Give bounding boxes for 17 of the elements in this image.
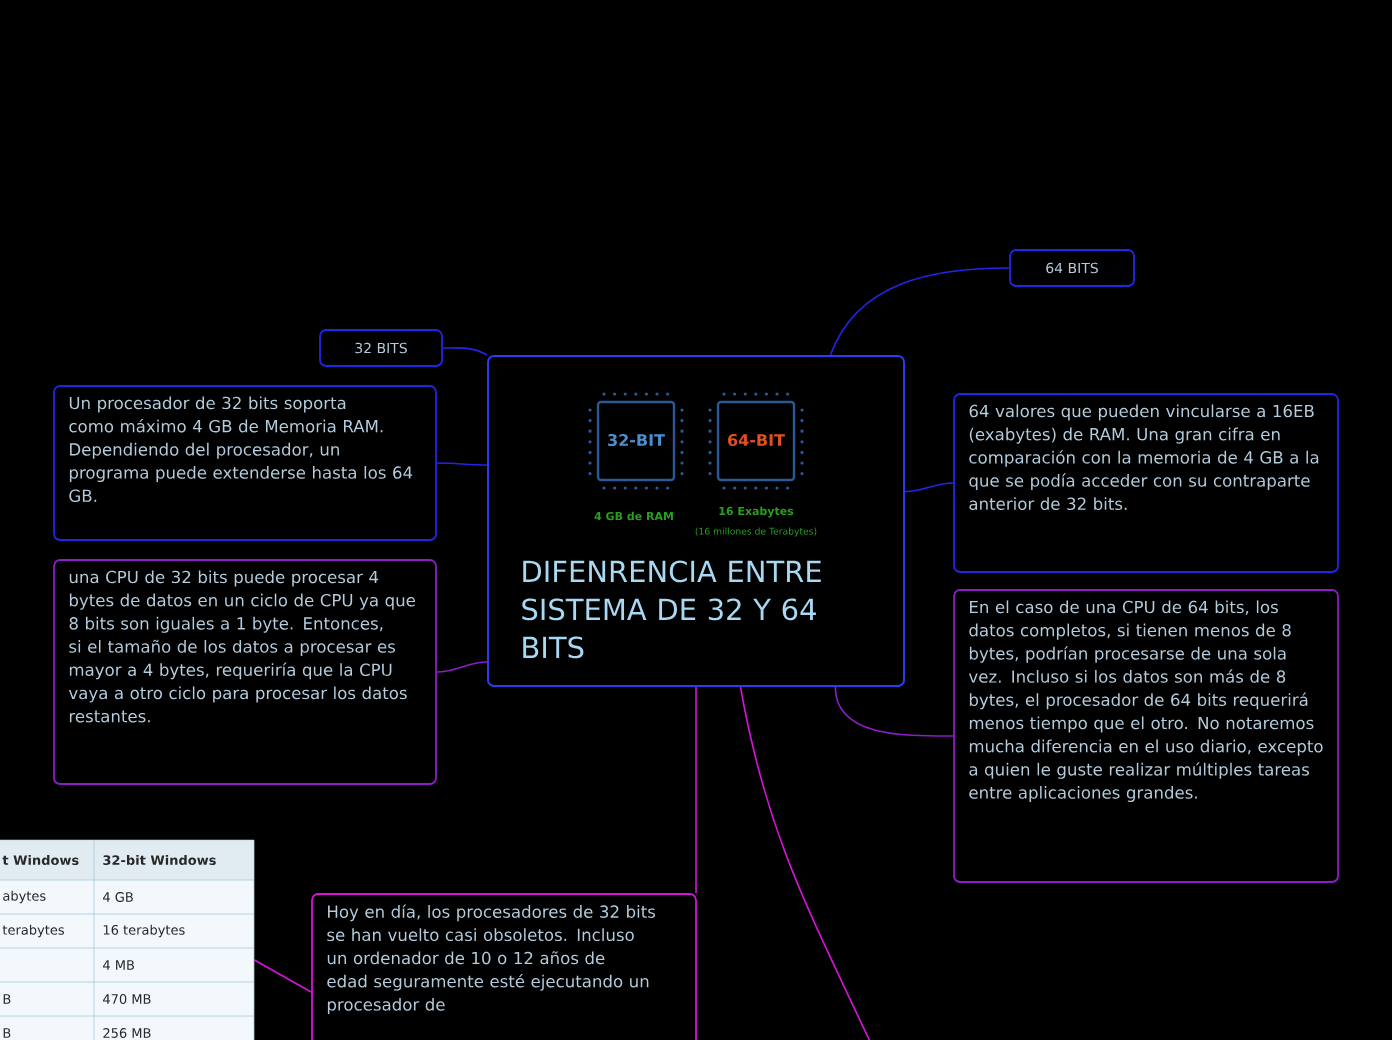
- connector-line: [834, 686, 954, 737]
- note-box: Un procesador de 32 bits soporta como máximo 4 GB de Memoria RAM. Dependiendo del procesador, un programa puede extenderse hasta los 64 GB.: [53, 385, 437, 541]
- chip-label: 32-BIT: [608, 433, 665, 447]
- connector-line: [436, 661, 488, 673]
- connector-line: [436, 462, 488, 466]
- connector-line: [253, 959, 312, 993]
- connector-line: [829, 267, 1010, 356]
- connector-line: [695, 686, 697, 894]
- connector-line: [442, 347, 488, 356]
- note-box: una CPU de 32 bits puede procesar 4 bytes de datos en un ciclo de CPU ya que 8 bits son iguales a 1 byte. Entonces, si el tamaño de los datos a procesar es mayor a 4 bytes, requeriría que la CPU vaya a otro ciclo para procesar los datos restantes.: [53, 559, 437, 785]
- note-box: Hoy en día, los procesadores de 32 bits se han vuelto casi obsoletos. Incluso un ordenador de 10 o 12 años de edad seguramente esté ejecutando un procesador de: [311, 893, 697, 1040]
- title-text: DIFENRENCIA ENTRE SISTEMA DE 32 Y 64 BITS: [522, 560, 821, 659]
- connector-line: [904, 482, 954, 493]
- connector-line: [739, 686, 875, 1040]
- chip-label: 64-BIT: [728, 433, 785, 447]
- note-box: 64 valores que pueden vincularse a 16EB (exabytes) de RAM. Una gran cifra en comparación con la memoria de 4 GB a la que se podía acceder con su contraparte anterior de 32 bits.: [953, 393, 1339, 573]
- note-box: En el caso de una CPU de 64 bits, los datos completos, si tienen menos de 8 bytes, podrían procesarse de una sola vez. Incluso si los datos son más de 8 bytes, el procesador de 64 bits requerirá menos tiempo que el otro. No notaremos mucha diferencia en el uso diario, excepto a quien le guste realizar múltiples tareas entre aplicaciones grandes.: [953, 589, 1339, 883]
